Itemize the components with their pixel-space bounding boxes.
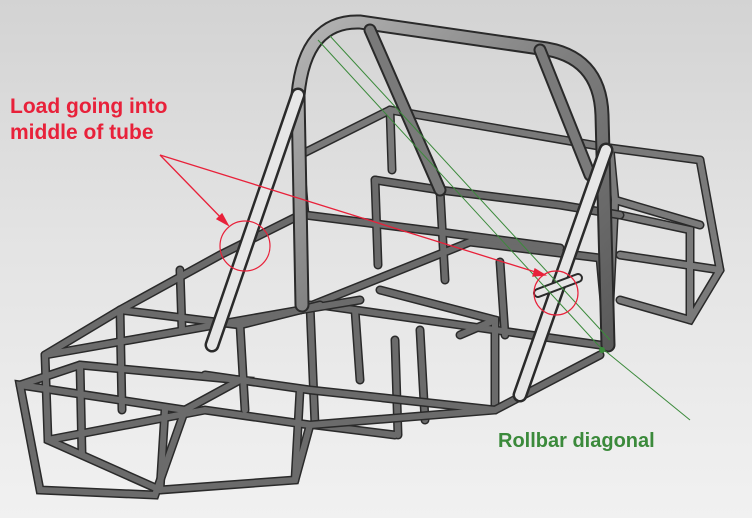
- load-annotation-line-1: Load going into: [10, 95, 168, 118]
- load-point-circles: [219, 220, 579, 316]
- rollbar-diagonal-node: [599, 347, 605, 353]
- main-roll-hoop: [290, 14, 616, 353]
- load-annotation-line-2: middle of tube: [10, 121, 154, 144]
- rollbar-diagonal-label: Rollbar diagonal: [498, 430, 655, 452]
- front-frame: [14, 210, 605, 500]
- load-annotation-leaders: [159, 154, 548, 277]
- rollbar-diagonal-lines: [317, 35, 691, 421]
- load-annotation-label: Load going into middle of tube: [10, 94, 167, 146]
